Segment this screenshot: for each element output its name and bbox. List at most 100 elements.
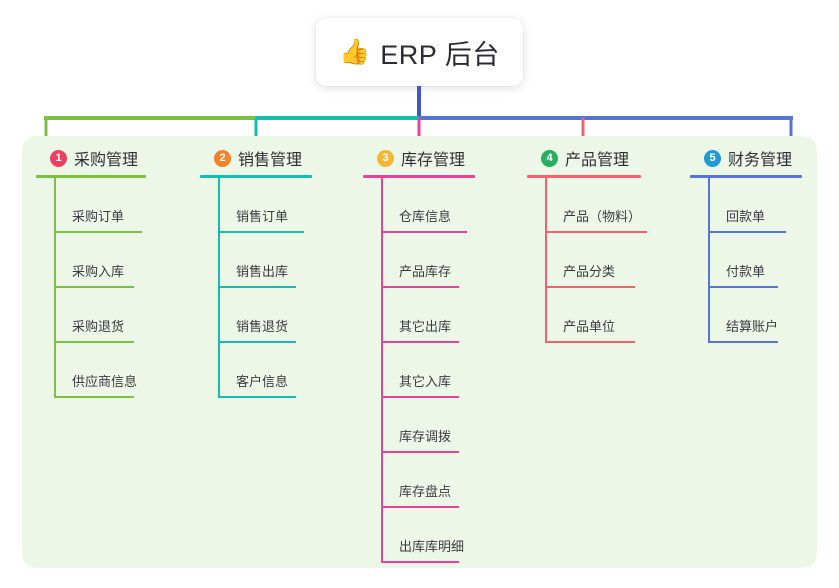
branch-item-label: 销售出库 [236, 264, 289, 279]
branch-item-underline [545, 286, 635, 288]
branch-spine-line [54, 178, 56, 398]
branch-item-label: 回款单 [726, 209, 766, 224]
branch-item-underline [218, 286, 296, 288]
branch-item-label: 客户信息 [236, 374, 289, 389]
branch-item-underline [545, 341, 635, 343]
branch-spine-line [218, 178, 220, 398]
branch-header-1[interactable]: 1 采购管理 [36, 146, 146, 170]
branch-spine-line [708, 178, 710, 343]
branch-spine-line [381, 178, 383, 563]
branch-item-label: 仓库信息 [399, 209, 452, 224]
branch-number-badge: 4 [541, 149, 558, 167]
branch-column-2: 2 销售管理销售订单销售出库销售退货客户信息 [200, 146, 312, 398]
branch-item[interactable]: 其它出库 [363, 288, 475, 343]
branch-column-3: 3 库存管理仓库信息产品库存其它出库其它入库库存调拨库存盘点出库库明细 [363, 146, 475, 563]
branch-item-underline [218, 231, 304, 233]
branch-item-underline [545, 231, 647, 233]
branch-item-label: 其它入库 [399, 374, 452, 389]
branch-item-label: 结算账户 [726, 319, 779, 334]
branch-item[interactable]: 出库库明细 [363, 508, 475, 563]
branch-item-list: 产品（物料） 产品分类产品单位 [527, 178, 647, 343]
branch-item-underline [54, 286, 134, 288]
branch-header-underline [363, 175, 475, 178]
branch-item[interactable]: 库存盘点 [363, 453, 475, 508]
branch-item[interactable]: 回款单 [690, 178, 802, 233]
root-node-title: ERP 后台 [380, 39, 500, 70]
branch-item[interactable]: 采购退货 [36, 288, 146, 343]
branch-item[interactable]: 仓库信息 [363, 178, 475, 233]
branch-item-label: 产品分类 [563, 264, 616, 279]
branch-item[interactable]: 产品（物料） [527, 178, 647, 233]
branch-number-badge: 1 [50, 149, 67, 167]
branch-header-underline [690, 175, 802, 178]
branch-header-underline [36, 175, 146, 178]
branch-number-badge: 3 [377, 149, 394, 167]
branch-item[interactable]: 客户信息 [200, 343, 312, 398]
branch-item[interactable]: 其它入库 [363, 343, 475, 398]
branch-item-underline [218, 396, 296, 398]
branch-item-label: 供应商信息 [72, 374, 138, 389]
branch-item-label: 产品（物料） [563, 209, 642, 224]
branch-item[interactable]: 销售订单 [200, 178, 312, 233]
branch-title: 库存管理 [401, 152, 466, 169]
branch-item-label: 库存盘点 [399, 484, 452, 499]
branch-item[interactable]: 采购订单 [36, 178, 146, 233]
branch-item-label: 销售订单 [236, 209, 289, 224]
branch-item-underline [708, 286, 778, 288]
branch-header-5[interactable]: 5 财务管理 [690, 146, 802, 170]
branch-item-underline [381, 506, 459, 508]
branches-panel [22, 136, 817, 568]
branch-item[interactable]: 付款单 [690, 233, 802, 288]
branch-item-underline [708, 341, 778, 343]
branch-item[interactable]: 库存调拨 [363, 398, 475, 453]
branch-item-underline [54, 231, 142, 233]
branch-item-underline [381, 286, 459, 288]
branch-item-label: 产品库存 [399, 264, 452, 279]
branch-header-underline [200, 175, 312, 178]
branch-item[interactable]: 销售出库 [200, 233, 312, 288]
branch-item-list: 采购订单采购入库采购退货供应商信息 [36, 178, 146, 398]
branch-item-label: 产品单位 [563, 319, 616, 334]
branch-item-list: 仓库信息产品库存其它出库其它入库库存调拨库存盘点出库库明细 [363, 178, 475, 563]
branch-item-list: 回款单付款单结算账户 [690, 178, 802, 343]
branch-item-underline [381, 396, 459, 398]
branch-item-label: 销售退货 [236, 319, 289, 334]
branch-item-label: 采购入库 [72, 264, 125, 279]
thumbs-up-icon: 👍 [339, 37, 371, 66]
branch-header-2[interactable]: 2 销售管理 [200, 146, 312, 170]
branch-item-underline [218, 341, 296, 343]
branch-title: 采购管理 [74, 152, 139, 169]
branch-item[interactable]: 销售退货 [200, 288, 312, 343]
branch-header-4[interactable]: 4 产品管理 [527, 146, 641, 170]
branch-number-badge: 2 [214, 149, 231, 167]
branch-item[interactable]: 产品单位 [527, 288, 641, 343]
branch-item[interactable]: 采购入库 [36, 233, 146, 288]
branch-item-label: 库存调拨 [399, 429, 452, 444]
branch-item-label: 出库库明细 [399, 539, 465, 554]
branch-item-underline [381, 561, 459, 563]
branch-title: 销售管理 [238, 152, 303, 169]
root-node-erp-backend[interactable]: 👍 ERP 后台 [316, 18, 523, 86]
branch-column-1: 1 采购管理采购订单采购入库采购退货供应商信息 [36, 146, 146, 398]
branch-column-5: 5 财务管理回款单付款单结算账户 [690, 146, 802, 343]
branch-item-label: 采购退货 [72, 319, 125, 334]
branch-title: 产品管理 [565, 152, 630, 169]
branch-item[interactable]: 产品库存 [363, 233, 475, 288]
branch-item[interactable]: 产品分类 [527, 233, 641, 288]
branch-item-underline [54, 396, 134, 398]
branch-item-underline [54, 341, 134, 343]
branch-item-label: 付款单 [726, 264, 766, 279]
branch-number-badge: 5 [704, 149, 721, 167]
branch-item[interactable]: 供应商信息 [36, 343, 146, 398]
branch-item-underline [381, 231, 467, 233]
branch-item-underline [708, 231, 786, 233]
branch-spine-line [545, 178, 547, 343]
branch-item-list: 销售订单销售出库销售退货客户信息 [200, 178, 312, 398]
branch-item-underline [381, 341, 459, 343]
branch-title: 财务管理 [728, 152, 793, 169]
branch-item[interactable]: 结算账户 [690, 288, 802, 343]
branch-item-label: 采购订单 [72, 209, 125, 224]
branch-header-3[interactable]: 3 库存管理 [363, 146, 475, 170]
branch-item-underline [381, 451, 459, 453]
